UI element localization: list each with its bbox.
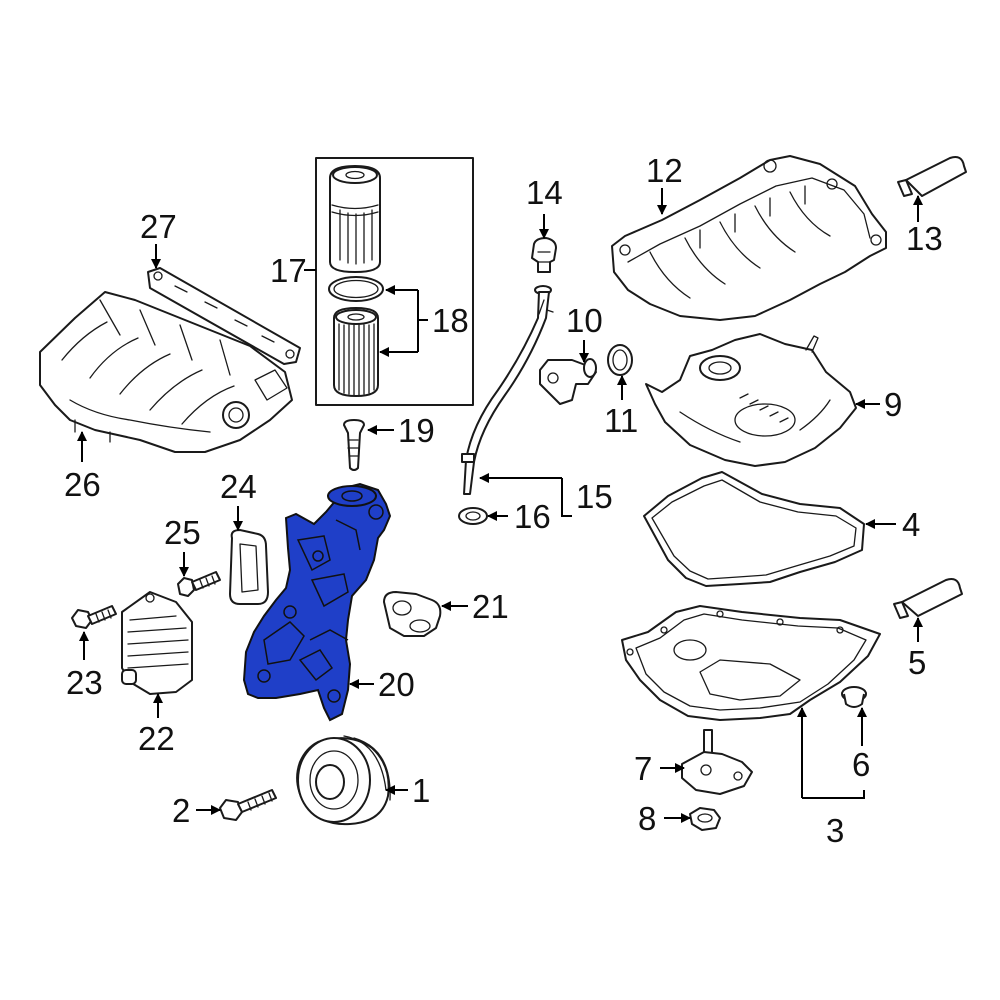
- callout-20: 20: [378, 666, 415, 703]
- part-6-drain-plug[interactable]: [841, 686, 867, 708]
- part-7-level-sensor[interactable]: [681, 729, 753, 795]
- callout-14: 14: [526, 174, 563, 211]
- part-8-nut[interactable]: [689, 807, 721, 831]
- callout-13: 13: [906, 220, 943, 257]
- callout-4: 4: [902, 506, 920, 543]
- callout-26: 26: [64, 466, 101, 503]
- oil-filter-kit-box: [315, 157, 474, 406]
- part-2-bolt[interactable]: [219, 789, 277, 821]
- part-14-dipstick-handle[interactable]: [531, 237, 557, 273]
- part-26-intake-manifold[interactable]: [39, 291, 293, 453]
- callout-9: 9: [884, 386, 902, 423]
- part-12-valve-cover[interactable]: [611, 155, 887, 321]
- callout-5: 5: [908, 644, 926, 681]
- part-11-seal[interactable]: [607, 344, 633, 376]
- callout-22: 22: [138, 720, 175, 757]
- callout-17: 17: [270, 252, 307, 289]
- part-5-sealant-tube[interactable]: [893, 578, 963, 619]
- part-16-o-ring[interactable]: [458, 507, 488, 525]
- callout-16: 16: [514, 498, 551, 535]
- callout-10: 10: [566, 302, 603, 339]
- callout-18: 18: [432, 302, 469, 339]
- callout-7: 7: [634, 750, 652, 787]
- part-22-oil-cooler[interactable]: [121, 591, 193, 695]
- part-20-oil-filter-housing[interactable]: [242, 482, 392, 722]
- callout-1: 1: [412, 772, 430, 809]
- callout-12: 12: [646, 152, 683, 189]
- callout-15: 15: [576, 478, 613, 515]
- part-9-oil-baffle[interactable]: [645, 333, 857, 467]
- callout-11: 11: [604, 402, 638, 439]
- part-15-dipstick-tube[interactable]: [461, 285, 554, 495]
- leader-lines: [77, 188, 923, 823]
- part-4-oil-pan-gasket[interactable]: [643, 471, 865, 587]
- part-1-pulley[interactable]: [296, 735, 391, 826]
- part-18-filter-element[interactable]: [333, 307, 379, 397]
- callout-3: 3: [826, 812, 844, 849]
- part-17-oil-filter-housing-cap[interactable]: [329, 165, 381, 273]
- part-10-sensor[interactable]: [539, 358, 597, 405]
- part-18-o-ring[interactable]: [328, 276, 384, 302]
- callout-24: 24: [220, 468, 257, 505]
- part-3-oil-pan[interactable]: [621, 605, 881, 721]
- callout-27: 27: [140, 208, 177, 245]
- callout-8: 8: [638, 800, 656, 837]
- part-13-sealant-tube[interactable]: [897, 156, 967, 197]
- callout-labels: 1 2 3 4 5 6 7 8 9 10 11 12 13 14 15 16 1…: [64, 152, 943, 849]
- part-23-bolt[interactable]: [71, 605, 117, 629]
- callout-25: 25: [164, 514, 201, 551]
- part-24-gasket[interactable]: [229, 529, 269, 605]
- callout-6: 6: [852, 746, 870, 783]
- callout-21: 21: [472, 588, 509, 625]
- part-21-gasket[interactable]: [383, 591, 442, 637]
- callout-19: 19: [398, 412, 435, 449]
- part-25-bolt[interactable]: [177, 571, 221, 597]
- part-19-plug[interactable]: [343, 419, 365, 471]
- callout-2: 2: [172, 792, 190, 829]
- callout-23: 23: [66, 664, 103, 701]
